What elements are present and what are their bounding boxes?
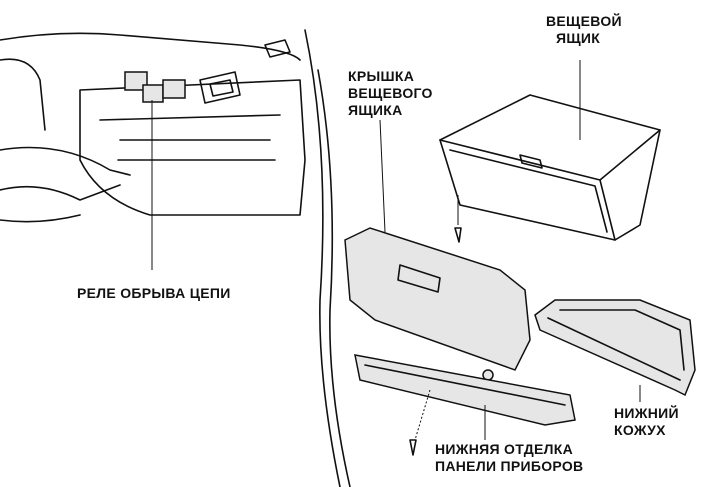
label-lower-cover: НИЖНИЙ КОЖУХ: [614, 405, 679, 439]
label-line: НИЖНЯЯ ОТДЕЛКА: [435, 441, 574, 457]
label-line: ЯЩИКА: [348, 102, 403, 118]
label-line: ПАНЕЛИ ПРИБОРОВ: [435, 458, 584, 474]
label-line: ВЕЩЕВОЙ: [546, 13, 622, 29]
pillar-line: [304, 29, 341, 487]
label-glove-box: ВЕЩЕВОЙ ЯЩИК: [546, 13, 622, 47]
label-line: КОЖУХ: [614, 422, 666, 438]
lower-cover-drawing: [534, 299, 696, 402]
label-glove-box-lid: КРЫШКА ВЕЩЕВОГО ЯЩИКА: [348, 68, 433, 119]
glove-box-lid-drawing: [344, 119, 531, 381]
label-line: ЯЩИК: [556, 30, 601, 46]
dashboard-drawing: [0, 32, 306, 223]
lower-trim-drawing: [354, 354, 576, 456]
label-line: НИЖНИЙ: [614, 405, 679, 421]
label-line: КРЫШКА: [348, 68, 415, 84]
label-line: ВЕЩЕВОГО: [348, 85, 433, 101]
label-relay: РЕЛЕ ОБРЫВА ЦЕПИ: [77, 285, 231, 301]
relay-drawing: [124, 71, 186, 270]
glove-box-drawing: [439, 60, 661, 243]
label-lower-trim: НИЖНЯЯ ОТДЕЛКА ПАНЕЛИ ПРИБОРОВ: [435, 441, 583, 475]
